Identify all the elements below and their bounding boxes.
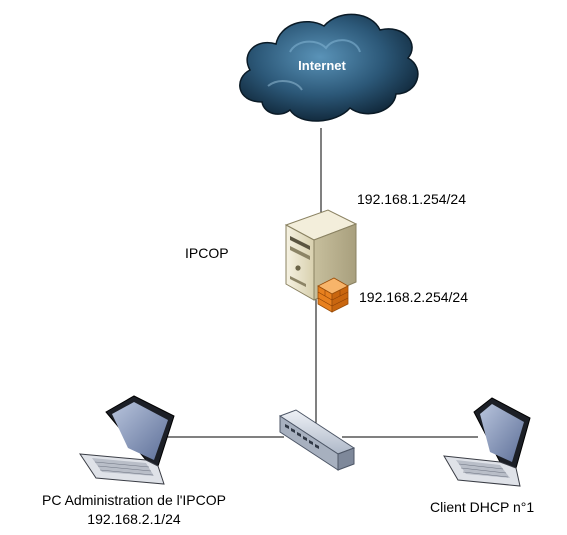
admin-pc-name-label: PC Administration de l'IPCOP (42, 492, 226, 508)
connection-lines (165, 128, 478, 438)
network-switch-icon (278, 409, 356, 471)
client-pc-name-label: Client DHCP n°1 (430, 499, 535, 515)
ipcop-server-icon (284, 209, 358, 301)
internet-cloud-icon (239, 13, 419, 122)
client-laptop-icon (443, 397, 531, 487)
internet-label: Internet (298, 58, 346, 73)
admin-laptop-icon (79, 395, 175, 485)
firewall-brick-icon (317, 277, 349, 313)
ipcop-lan-ip-label: 192.168.2.254/24 (359, 289, 468, 305)
ipcop-wan-ip-label: 192.168.1.254/24 (357, 191, 466, 207)
ipcop-name-label: IPCOP (185, 245, 229, 261)
admin-pc-ip-label: 192.168.2.1/24 (87, 511, 181, 527)
